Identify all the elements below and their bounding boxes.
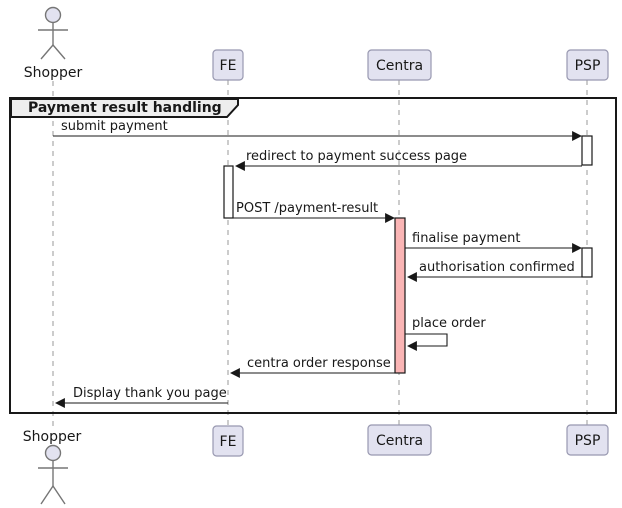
activation-psp-1: [581, 135, 593, 166]
participant-box-centra-top: [367, 49, 432, 81]
actor-head: [44, 444, 62, 462]
activation-centra: [394, 217, 406, 374]
participant-label-centra-top: Centra: [376, 58, 423, 74]
frame-title: Payment result handling: [28, 100, 222, 116]
participant-box-fe-top: [212, 49, 244, 81]
participant-box-psp-top: [566, 49, 609, 81]
activation-fe: [223, 165, 234, 219]
frame-title-tab: [10, 98, 239, 118]
message-label-post-payment-result: POST /payment-result: [236, 201, 378, 216]
participant-label-fe-bottom: FE: [220, 434, 237, 450]
actor-head: [44, 6, 62, 24]
participants-top: FE Centra PSP: [212, 49, 609, 81]
participant-box-fe-bottom: [212, 425, 244, 457]
message-label-centra-order-response: centra order response: [247, 356, 391, 371]
participant-label-fe-top: FE: [220, 58, 237, 74]
message-labels: submit payment redirect to payment succe…: [61, 119, 575, 401]
actor-shopper-bottom: [38, 444, 68, 505]
message-label-redirect-success: redirect to payment success page: [246, 149, 467, 164]
participant-label-psp-bottom: PSP: [575, 433, 601, 449]
message-label-submit-payment: submit payment: [61, 119, 168, 134]
message-label-finalise-payment: finalise payment: [412, 231, 520, 246]
message-label-display-thank-you: Display thank you page: [73, 386, 227, 401]
participant-label-shopper-bottom: Shopper: [23, 429, 82, 445]
arrow-place-order-self: [405, 333, 448, 351]
frame-border: [9, 97, 617, 414]
message-label-authorisation-confirmed: authorisation confirmed: [419, 260, 575, 275]
message-arrows: [53, 131, 582, 408]
message-label-place-order: place order: [412, 316, 486, 331]
participants-bottom: FE Centra PSP: [212, 424, 609, 457]
participant-label-shopper-top: Shopper: [24, 65, 83, 81]
activation-psp-2: [581, 247, 593, 278]
participant-box-centra-bottom: [367, 424, 432, 456]
participant-box-psp-bottom: [566, 424, 609, 456]
participant-label-centra-bottom: Centra: [376, 433, 423, 449]
actor-shopper-top: [38, 6, 68, 60]
participant-label-psp-top: PSP: [575, 58, 601, 74]
